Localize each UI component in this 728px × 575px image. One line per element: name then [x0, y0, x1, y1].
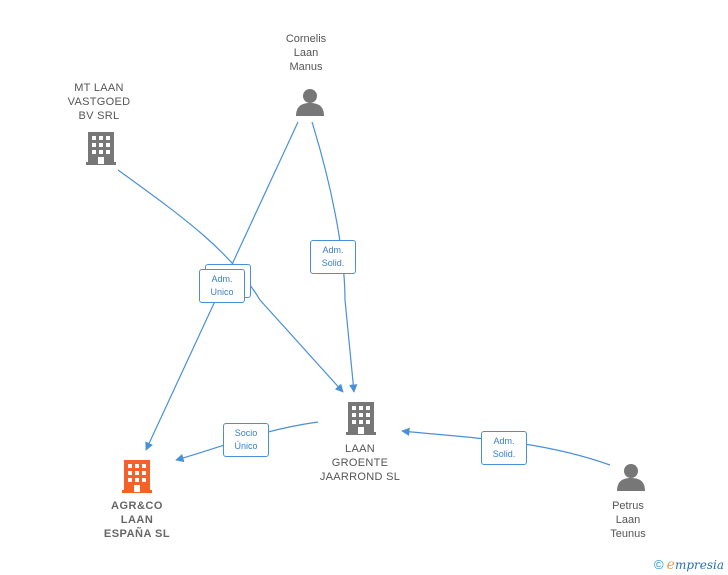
building-icon — [86, 132, 116, 165]
node-label-mtlaan[interactable]: MT LAAN VASTGOED BV SRL — [67, 82, 131, 122]
person-icon — [617, 464, 645, 491]
node-label-petrus[interactable]: Petrus Laan Teunus — [610, 500, 646, 540]
edge-label-socio-unico: Socio Único — [223, 423, 269, 457]
brand-name: mpresia — [674, 558, 724, 572]
edge-label-adm-solid-petrus: Adm. Solid. — [481, 431, 527, 465]
node-label-agrco[interactable]: AGR&CO LAAN ESPAÑA SL — [103, 500, 171, 540]
node-label-cornelis[interactable]: Cornelis Laan Manus — [285, 33, 327, 73]
edge-cornelis-to-laangroente — [311, 121, 358, 393]
edge-label-adm-solid-cornelis: Adm. Solid. — [310, 240, 356, 274]
person-icon — [296, 89, 324, 116]
edge-label-adm-unico: Adm. Unico — [199, 269, 245, 303]
node-label-laangroente[interactable]: LAAN GROENTE JAARROND SL — [319, 443, 401, 483]
edge-mtlaan-to-laangroente — [117, 169, 344, 393]
empresia-watermark[interactable]: ©empresia — [654, 557, 724, 573]
building-icon-highlighted — [122, 460, 152, 493]
copyright-icon: © — [654, 557, 664, 572]
brand-e: e — [666, 557, 675, 573]
building-icon — [346, 402, 376, 435]
